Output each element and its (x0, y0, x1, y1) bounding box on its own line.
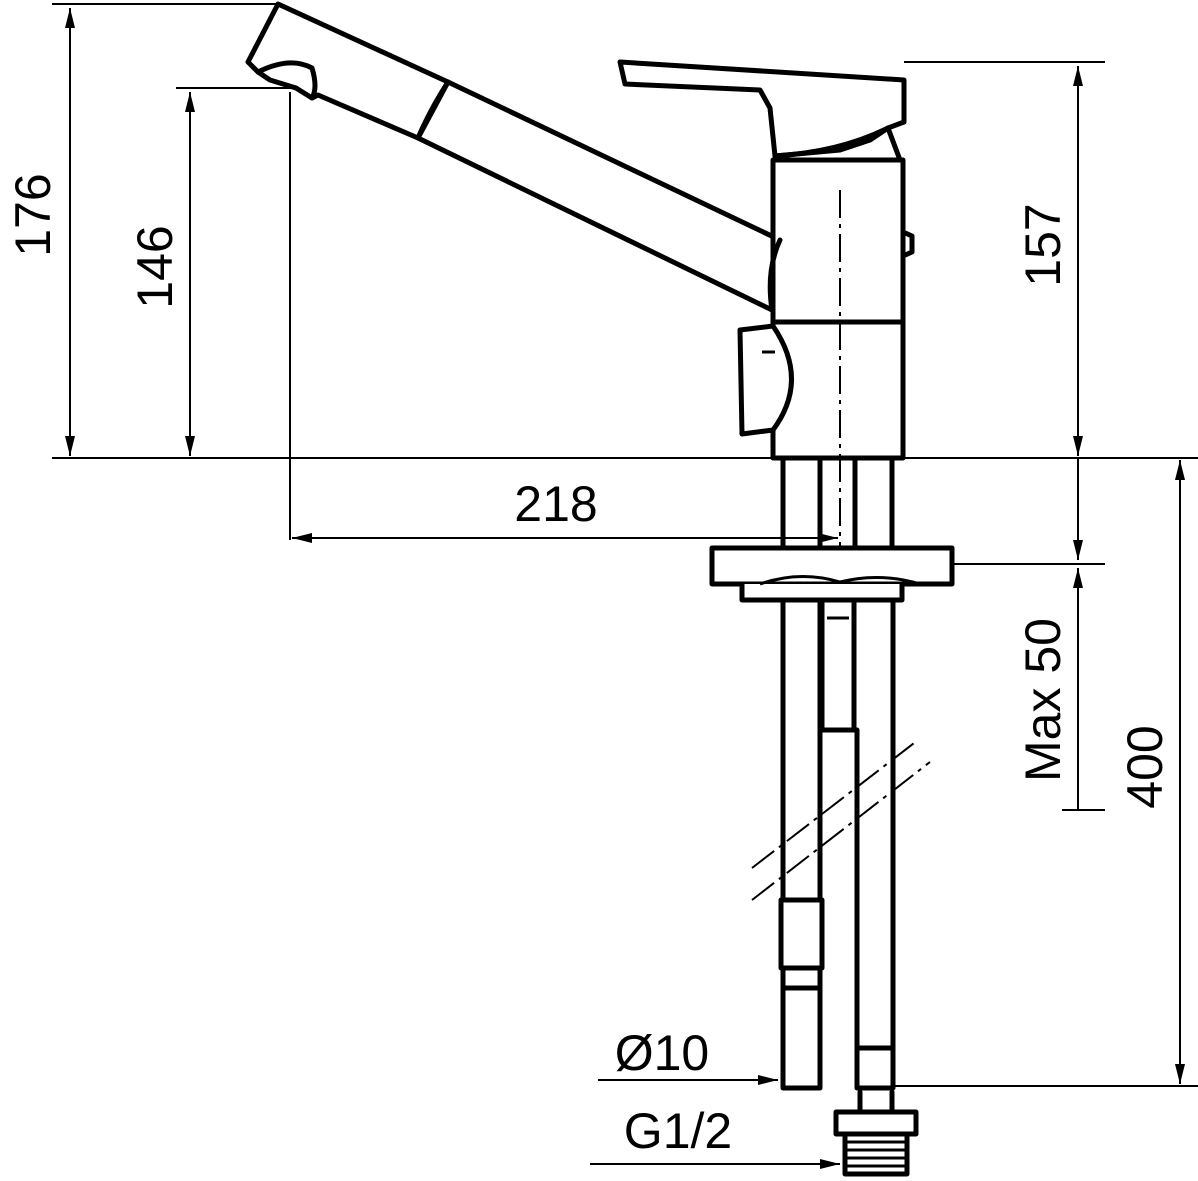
washer-detail (759, 575, 921, 586)
spout-joint (767, 237, 783, 313)
dim-body-height: 157 (1015, 203, 1071, 286)
lever-handle (617, 59, 907, 159)
connector-nut (833, 1109, 919, 1137)
hose-fitting-left-upper (778, 897, 825, 971)
hose-fitting-right (854, 1045, 896, 1091)
spout-seam (415, 79, 451, 141)
lever-base (772, 125, 903, 163)
dim-spout-reach: 218 (514, 476, 597, 532)
dim-outlet-height: 146 (127, 225, 183, 308)
spout-arm (415, 79, 783, 313)
thread-lines (845, 1140, 907, 1168)
dim-max-deck-thickness: Max 50 (1015, 618, 1071, 782)
faucet-body (770, 157, 906, 461)
hose-fitting-left-lower (780, 985, 823, 1091)
break-line-upper (751, 739, 919, 869)
faucet-outline (245, 1, 955, 1177)
spout-tip (255, 60, 318, 101)
dim-hose-diameter: Ø10 (615, 1025, 710, 1081)
dim-thread-size: G1/2 (624, 1103, 732, 1159)
mounting-plate (709, 545, 955, 587)
body-knob (900, 229, 915, 259)
extension-lines (52, 3, 1198, 1087)
diverter-knob (737, 323, 794, 437)
break-line-lower (751, 761, 931, 901)
threaded-stud (819, 597, 857, 733)
connector-thread (842, 1131, 910, 1177)
dimension-lines (65, 8, 1185, 1169)
dim-hose-length: 400 (1117, 725, 1173, 808)
hose-fitting-left-ring (780, 965, 823, 991)
dim-total-height: 176 (5, 173, 61, 256)
spout (245, 1, 451, 141)
